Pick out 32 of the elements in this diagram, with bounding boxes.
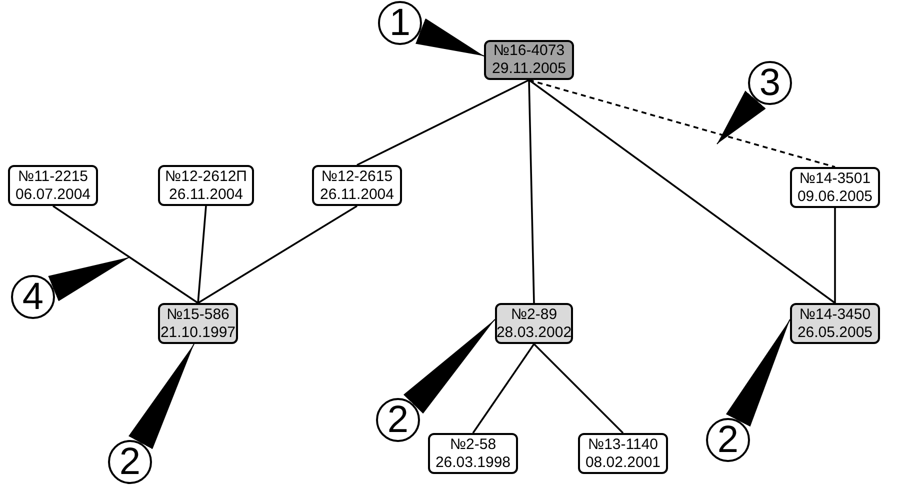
document-box: №14-3450 26.05.2005 bbox=[790, 303, 880, 344]
callout-pointer bbox=[48, 256, 130, 302]
document-box: №13-1140 08.02.2001 bbox=[578, 433, 668, 474]
connector-line bbox=[528, 80, 535, 304]
connector-line bbox=[528, 79, 836, 304]
connector-line bbox=[834, 208, 836, 303]
callout-pointer bbox=[716, 90, 766, 144]
connector-line bbox=[198, 205, 358, 304]
document-box: №2-58 26.03.1998 bbox=[428, 433, 518, 474]
document-box: №11-2215 06.07.2004 bbox=[8, 165, 98, 206]
document-box: №14-3501 09.06.2005 bbox=[790, 167, 880, 208]
connector-line bbox=[533, 343, 624, 434]
document-box: №12-2615 26.11.2004 bbox=[312, 165, 402, 206]
document-box: №16-4073 29.11.2005 bbox=[484, 40, 574, 80]
document-box: №12-2612П 26.11.2004 bbox=[158, 165, 254, 206]
callout-number: 4 bbox=[11, 275, 55, 319]
callout-number: 3 bbox=[748, 61, 792, 105]
callout-pointer bbox=[726, 318, 790, 427]
callout-number: 2 bbox=[376, 398, 420, 442]
callout-number: 2 bbox=[108, 440, 152, 484]
callout-pointer bbox=[416, 18, 484, 56]
connector-line bbox=[472, 344, 535, 434]
callout-number: 2 bbox=[706, 418, 750, 462]
connector-line bbox=[52, 205, 198, 304]
callout-pointer bbox=[403, 318, 496, 414]
callout-pointer bbox=[128, 344, 194, 450]
connector-line bbox=[197, 206, 207, 304]
connector-line bbox=[356, 79, 530, 166]
dashed-connector bbox=[528, 79, 836, 168]
callout-number: 1 bbox=[378, 1, 422, 45]
document-box: №15-586 21.10.1997 bbox=[158, 303, 238, 344]
document-box: №2-89 28.03.2002 bbox=[495, 303, 573, 344]
